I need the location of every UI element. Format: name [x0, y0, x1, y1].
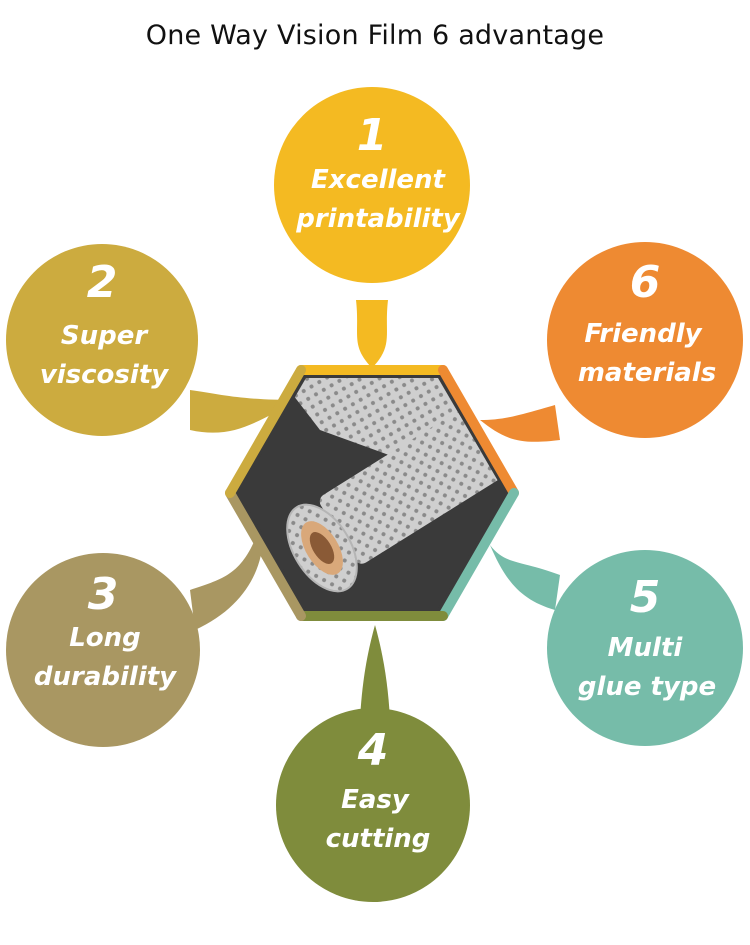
- connector-3: [190, 520, 264, 630]
- advantage-1: 1 Excellent printability: [274, 87, 470, 283]
- advantage-5-line2: glue type: [578, 672, 716, 702]
- advantage-3-circle: [6, 553, 200, 747]
- advantage-1-line1: Excellent: [311, 165, 447, 195]
- connector-1: [356, 300, 388, 368]
- advantage-5-line1: Multi: [608, 633, 684, 663]
- advantage-1-number: 1: [357, 110, 388, 161]
- advantage-3-line2: durability: [34, 662, 177, 692]
- advantage-2-number: 2: [87, 257, 118, 308]
- advantage-3: 3 Long durability: [6, 553, 200, 747]
- hex-edge-3: [225, 488, 306, 621]
- advantage-5-number: 5: [630, 572, 661, 623]
- advantage-1-line2: printability: [295, 204, 461, 234]
- advantage-6-line2: materials: [578, 358, 716, 388]
- hex-edge-5: [438, 488, 519, 621]
- advantage-6: 6 Friendly materials: [547, 242, 743, 438]
- advantage-2-line1: Super: [61, 321, 149, 351]
- advantage-6-number: 6: [630, 257, 661, 308]
- advantage-5: 5 Multi glue type: [547, 550, 743, 746]
- perforated-film-roll-icon: [280, 378, 505, 593]
- advantage-5-circle: [547, 550, 743, 746]
- advantage-6-circle: [547, 242, 743, 438]
- advantage-3-number: 3: [88, 569, 119, 620]
- connector-5: [490, 545, 560, 610]
- advantage-4-number: 4: [357, 725, 389, 776]
- connector-4: [360, 625, 390, 720]
- hex-edge-6: [438, 365, 519, 498]
- page-title: One Way Vision Film 6 advantage: [145, 20, 605, 51]
- hex-edge-2: [225, 365, 306, 498]
- advantage-2: 2 Super viscosity: [6, 244, 198, 436]
- advantage-6-line1: Friendly: [584, 319, 702, 349]
- advantage-3-line1: Long: [69, 623, 141, 653]
- advantage-4-line1: Easy: [341, 785, 410, 815]
- advantage-4-line2: cutting: [326, 824, 431, 854]
- connector-2: [190, 390, 300, 433]
- advantage-2-circle: [6, 244, 198, 436]
- connector-6: [480, 405, 560, 442]
- advantage-4: 4 Easy cutting: [276, 708, 470, 902]
- roll-core-hole: [309, 532, 335, 564]
- film-roll-body: [319, 411, 501, 564]
- advantage-2-line2: viscosity: [40, 360, 169, 390]
- advantage-1-circle: [274, 87, 470, 283]
- advantage-4-circle: [276, 708, 470, 902]
